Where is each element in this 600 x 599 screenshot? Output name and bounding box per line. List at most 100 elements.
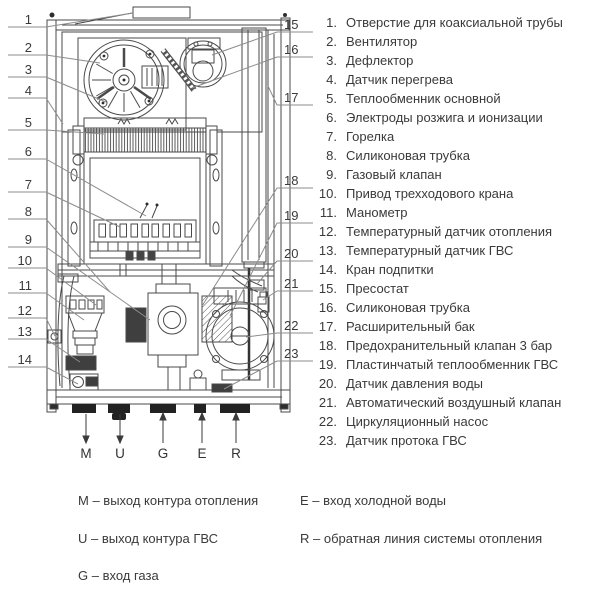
legend-item-text: Манометр bbox=[346, 205, 408, 220]
legend-item-text: Температурный датчик ГВС bbox=[346, 243, 514, 258]
port-legend-e: E – вход холодной воды bbox=[300, 493, 447, 508]
svg-text:1: 1 bbox=[25, 12, 32, 27]
callout-21: 21 bbox=[262, 276, 313, 301]
legend-item-text: Датчик перегрева bbox=[346, 72, 453, 87]
legend-item: 3. Дефлектор bbox=[317, 51, 563, 70]
legend-item: 12. Температурный датчик отопления bbox=[317, 222, 563, 241]
connection-stubs bbox=[72, 404, 250, 420]
svg-text:8: 8 bbox=[25, 204, 32, 219]
legend-item: 18. Предохранительный клапан 3 бар bbox=[317, 336, 563, 355]
arrow-down-u bbox=[116, 435, 124, 445]
legend-item: 20. Датчик давления воды bbox=[317, 374, 563, 393]
legend-item-text: Датчик давления воды bbox=[346, 376, 484, 391]
legend-item-number: 18. bbox=[318, 338, 337, 353]
legend-item-number: 4. bbox=[326, 72, 337, 87]
callout-17: 17 bbox=[267, 85, 313, 106]
mid-rail bbox=[57, 263, 275, 277]
expansion-tank-drawing bbox=[241, 27, 267, 380]
legend-item-text: Пресостат bbox=[346, 281, 409, 296]
callout-23: 23 bbox=[223, 346, 313, 390]
air-vent-drawing bbox=[257, 291, 270, 313]
legend-item-number: 13. bbox=[318, 243, 337, 258]
legend-item-text: Предохранительный клапан 3 бар bbox=[346, 338, 553, 353]
arrow-up-r bbox=[232, 411, 240, 421]
svg-text:13: 13 bbox=[18, 324, 32, 339]
silicone-tube-drawing bbox=[160, 48, 197, 92]
svg-text:11: 11 bbox=[19, 278, 33, 293]
legend-item-number: 11. bbox=[319, 205, 337, 220]
legend-item-number: 12. bbox=[318, 224, 337, 239]
fan-drawing bbox=[83, 39, 169, 121]
legend-item-text: Датчик протока ГВС bbox=[346, 433, 467, 448]
legend-item: 11. Манометр bbox=[317, 203, 563, 222]
port-letters: M U G E R bbox=[80, 446, 241, 461]
callout-22: 22 bbox=[245, 318, 313, 338]
legend-item: 15.Пресостат bbox=[317, 279, 563, 298]
legend-item-text: Газовый клапан bbox=[346, 167, 442, 182]
pressostat-drawing bbox=[179, 37, 227, 88]
legend-item-text: Температурный датчик отопления bbox=[346, 224, 553, 239]
svg-text:5: 5 bbox=[25, 115, 32, 130]
svg-text:21: 21 bbox=[284, 276, 298, 291]
legend-item-number: 3. bbox=[326, 53, 337, 68]
filling-valve-drawing bbox=[69, 373, 99, 391]
svg-text:9: 9 bbox=[25, 232, 32, 247]
legend-item-number: 5. bbox=[326, 91, 337, 106]
dhw-flow-sensor-drawing bbox=[211, 383, 233, 393]
port-letter-m: M bbox=[80, 446, 91, 461]
heat-exchanger-drawing bbox=[72, 117, 218, 166]
chamber-columns bbox=[67, 129, 223, 267]
svg-text:18: 18 bbox=[284, 173, 298, 188]
safety-valve-drawing bbox=[189, 369, 207, 391]
legend-item-text: Пластинчатый теплообменник ГВС bbox=[346, 357, 559, 372]
legend-item-number: 17. bbox=[318, 319, 337, 334]
svg-text:15: 15 bbox=[284, 17, 298, 32]
svg-text:19: 19 bbox=[284, 208, 298, 223]
port-legend-m: M – выход контура отопления bbox=[78, 493, 259, 508]
callout-3: 3 bbox=[8, 62, 107, 103]
callout-14: 14 bbox=[8, 352, 79, 385]
svg-text:4: 4 bbox=[25, 83, 32, 98]
callout-2: 2 bbox=[8, 40, 101, 64]
svg-text:6: 6 bbox=[25, 144, 32, 159]
callout-19: 19 bbox=[229, 208, 313, 317]
stub-u bbox=[108, 404, 130, 413]
legend-item-number: 20. bbox=[318, 376, 337, 391]
legend-item-text: Дефлектор bbox=[346, 53, 414, 68]
callout-7: 7 bbox=[8, 177, 121, 228]
legend-item-text: Кран подпитки bbox=[346, 262, 434, 277]
legend-item-number: 8. bbox=[326, 148, 337, 163]
legend-item: 9. Газовый клапан bbox=[317, 165, 563, 184]
callout-16: 16 bbox=[191, 42, 313, 89]
legend-item-text: Циркуляционный насос bbox=[346, 414, 489, 429]
burner-drawing bbox=[89, 202, 201, 261]
legend-item-number: 19. bbox=[318, 357, 337, 372]
legend-item-number: 9. bbox=[326, 167, 337, 182]
port-legend-g: G – вход газа bbox=[78, 568, 159, 583]
legend-item-number: 22. bbox=[318, 414, 337, 429]
svg-text:23: 23 bbox=[284, 346, 298, 361]
legend-item: 8. Силиконовая трубка bbox=[317, 146, 563, 165]
legend-item: 14.Кран подпитки bbox=[317, 260, 563, 279]
port-letter-g: G bbox=[158, 446, 169, 461]
heating-temp-sensor-drawing bbox=[47, 329, 62, 344]
legend-item-text: Электроды розжига и ионизации bbox=[346, 110, 543, 125]
stub-g bbox=[150, 404, 176, 413]
svg-text:3: 3 bbox=[25, 62, 32, 77]
legend-item-text: Горелка bbox=[346, 129, 395, 144]
port-legend-r: R – обратная линия системы отопления bbox=[300, 531, 543, 546]
legend-item-text: Силиконовая трубка bbox=[346, 148, 470, 163]
legend-item: 10.Привод трехходового крана bbox=[317, 184, 563, 203]
svg-text:16: 16 bbox=[284, 42, 298, 57]
svg-text:14: 14 bbox=[18, 352, 32, 367]
port-legend-u: U – выход контура ГВС bbox=[78, 531, 219, 546]
flue-collar bbox=[132, 6, 191, 19]
legend-item-number: 21. bbox=[318, 395, 337, 410]
legend-item-number: 23. bbox=[318, 433, 337, 448]
callout-13: 13 bbox=[8, 324, 81, 363]
legend-item: 13. Температурный датчик ГВС bbox=[317, 241, 563, 260]
callout-8: 8 bbox=[8, 204, 111, 293]
gas-valve-drawing bbox=[125, 264, 199, 390]
arrow-down-m bbox=[82, 435, 90, 445]
